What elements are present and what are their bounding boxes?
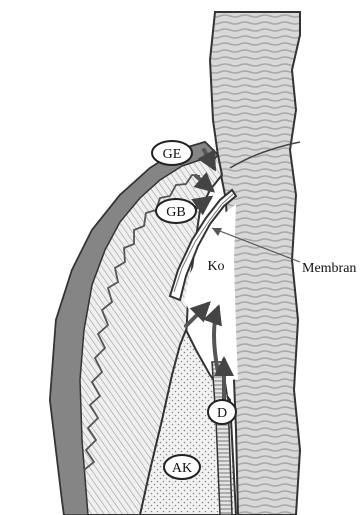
label-ge: GE	[152, 141, 192, 165]
svg-text:AK: AK	[172, 461, 192, 476]
label-ko: Ko	[207, 259, 224, 274]
svg-text:GB: GB	[166, 205, 185, 220]
svg-text:D: D	[217, 406, 227, 421]
label-gb: GB	[156, 199, 196, 223]
svg-text:GE: GE	[163, 147, 182, 162]
label-membrane: Membran	[302, 261, 356, 276]
label-ak: AK	[164, 455, 200, 479]
label-d: D	[208, 400, 236, 424]
